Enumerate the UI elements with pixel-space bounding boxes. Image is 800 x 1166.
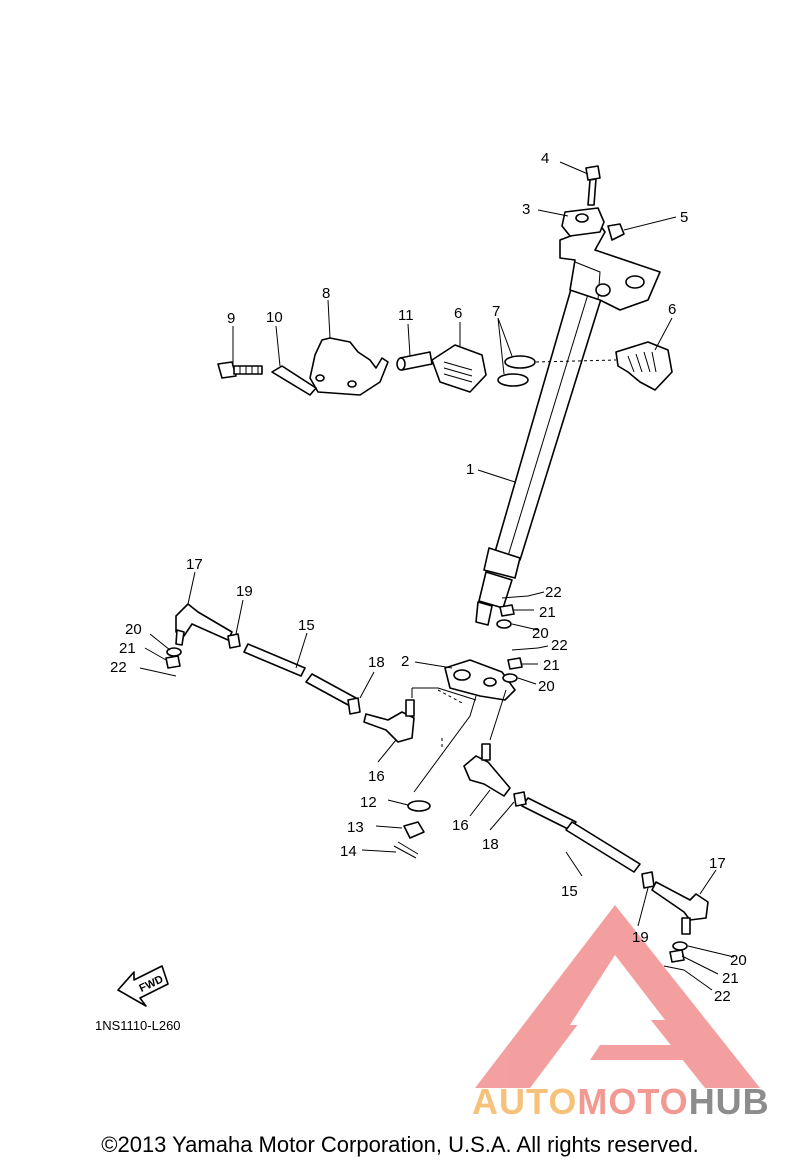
cotter-pin-mid	[511, 647, 539, 651]
callout-21c: 21	[543, 657, 560, 674]
diagram-code: 1NS1110-L260	[95, 1018, 181, 1033]
collar	[396, 351, 433, 371]
bracket	[309, 337, 389, 396]
shaft-holder-left	[431, 344, 487, 393]
callout-15b: 15	[561, 883, 578, 900]
cotter-pin-upper	[501, 595, 529, 599]
callout-20d: 20	[730, 952, 747, 969]
holder-bolt	[217, 361, 263, 379]
callout-10: 10	[266, 309, 283, 326]
washer-mid	[502, 673, 518, 683]
callout-20c: 20	[538, 678, 555, 695]
watermark-hub: HUB	[689, 1081, 770, 1122]
seal-rings	[497, 355, 617, 387]
bolt	[585, 165, 601, 206]
cotter-pin-left	[157, 671, 177, 677]
callout-22c: 22	[551, 637, 568, 654]
nut	[607, 223, 625, 241]
callout-14: 14	[340, 843, 357, 860]
steering-shaft	[475, 224, 661, 626]
cotter-pin-right	[663, 965, 685, 971]
callout-4: 4	[541, 150, 549, 167]
callout-20b: 20	[532, 625, 549, 642]
washer-right	[672, 941, 688, 951]
callout-6b: 6	[668, 301, 676, 318]
callout-22d: 22	[714, 988, 731, 1005]
watermark-logo	[475, 905, 760, 1088]
leader-lines	[139, 161, 735, 991]
tie-rod-right	[521, 797, 641, 873]
locknut-inner-left	[347, 697, 361, 715]
callout-15: 15	[298, 617, 315, 634]
callout-5: 5	[680, 209, 688, 226]
watermark-auto: AUTO	[472, 1081, 577, 1122]
assembly-lines	[411, 687, 507, 793]
callout-9: 9	[227, 310, 235, 327]
tie-rod-end-inner-left	[363, 699, 415, 743]
pitman-arm	[444, 659, 516, 701]
tie-rod-left	[243, 643, 357, 707]
handlebar-clamp	[561, 207, 605, 237]
callout-18b: 18	[482, 836, 499, 853]
castle-nut-right	[669, 949, 685, 963]
washer-upper	[496, 619, 512, 629]
callout-16: 16	[368, 768, 385, 785]
callout-21: 21	[119, 640, 136, 657]
callout-6: 6	[454, 305, 462, 322]
callout-3: 3	[522, 201, 530, 218]
pitman-washer	[407, 800, 431, 812]
copyright-notice: ©2013 Yamaha Motor Corporation, U.S.A. A…	[101, 1132, 698, 1157]
callouts: 1 2 3 4 5 6 6 7 8 9 10 11 12 13 14 15 15…	[110, 150, 747, 1005]
tie-rod-end-left	[175, 603, 233, 646]
callout-2: 2	[401, 653, 409, 670]
svg-text:AUTOMOTOHUB: AUTOMOTOHUB	[472, 1081, 770, 1122]
callout-12: 12	[360, 794, 377, 811]
callout-22: 22	[110, 659, 127, 676]
locknut-left	[227, 633, 241, 649]
callout-1: 1	[466, 461, 474, 478]
castle-nut-mid	[507, 657, 523, 670]
callout-21d: 21	[722, 970, 739, 987]
watermark-text: AUTOMOTOHUB	[472, 1081, 770, 1122]
callout-22b: 22	[545, 584, 562, 601]
callout-8: 8	[322, 285, 330, 302]
tie-rod-end-right	[651, 881, 709, 935]
callout-20: 20	[125, 621, 142, 638]
callout-17b: 17	[709, 855, 726, 872]
callout-19b: 19	[632, 929, 649, 946]
locknut-inner-right	[513, 791, 527, 807]
castle-nut-upper	[499, 604, 515, 617]
locknut-right	[641, 871, 655, 889]
castle-nut-left	[165, 655, 181, 669]
lock-washer	[271, 365, 317, 396]
callout-19: 19	[236, 583, 253, 600]
callout-7: 7	[492, 303, 500, 320]
callout-17: 17	[186, 556, 203, 573]
fwd-arrow: FWD	[117, 965, 169, 1007]
callout-16b: 16	[452, 817, 469, 834]
watermark-moto: MOTO	[577, 1081, 688, 1122]
callout-11: 11	[398, 307, 414, 324]
shaft-holder-right	[615, 341, 673, 391]
callout-13: 13	[347, 819, 364, 836]
callout-21b: 21	[539, 604, 556, 621]
pitman-cotter-pin	[393, 841, 419, 859]
callout-18: 18	[368, 654, 385, 671]
tie-rod-end-inner-right	[463, 743, 511, 797]
pitman-nut	[403, 821, 425, 839]
